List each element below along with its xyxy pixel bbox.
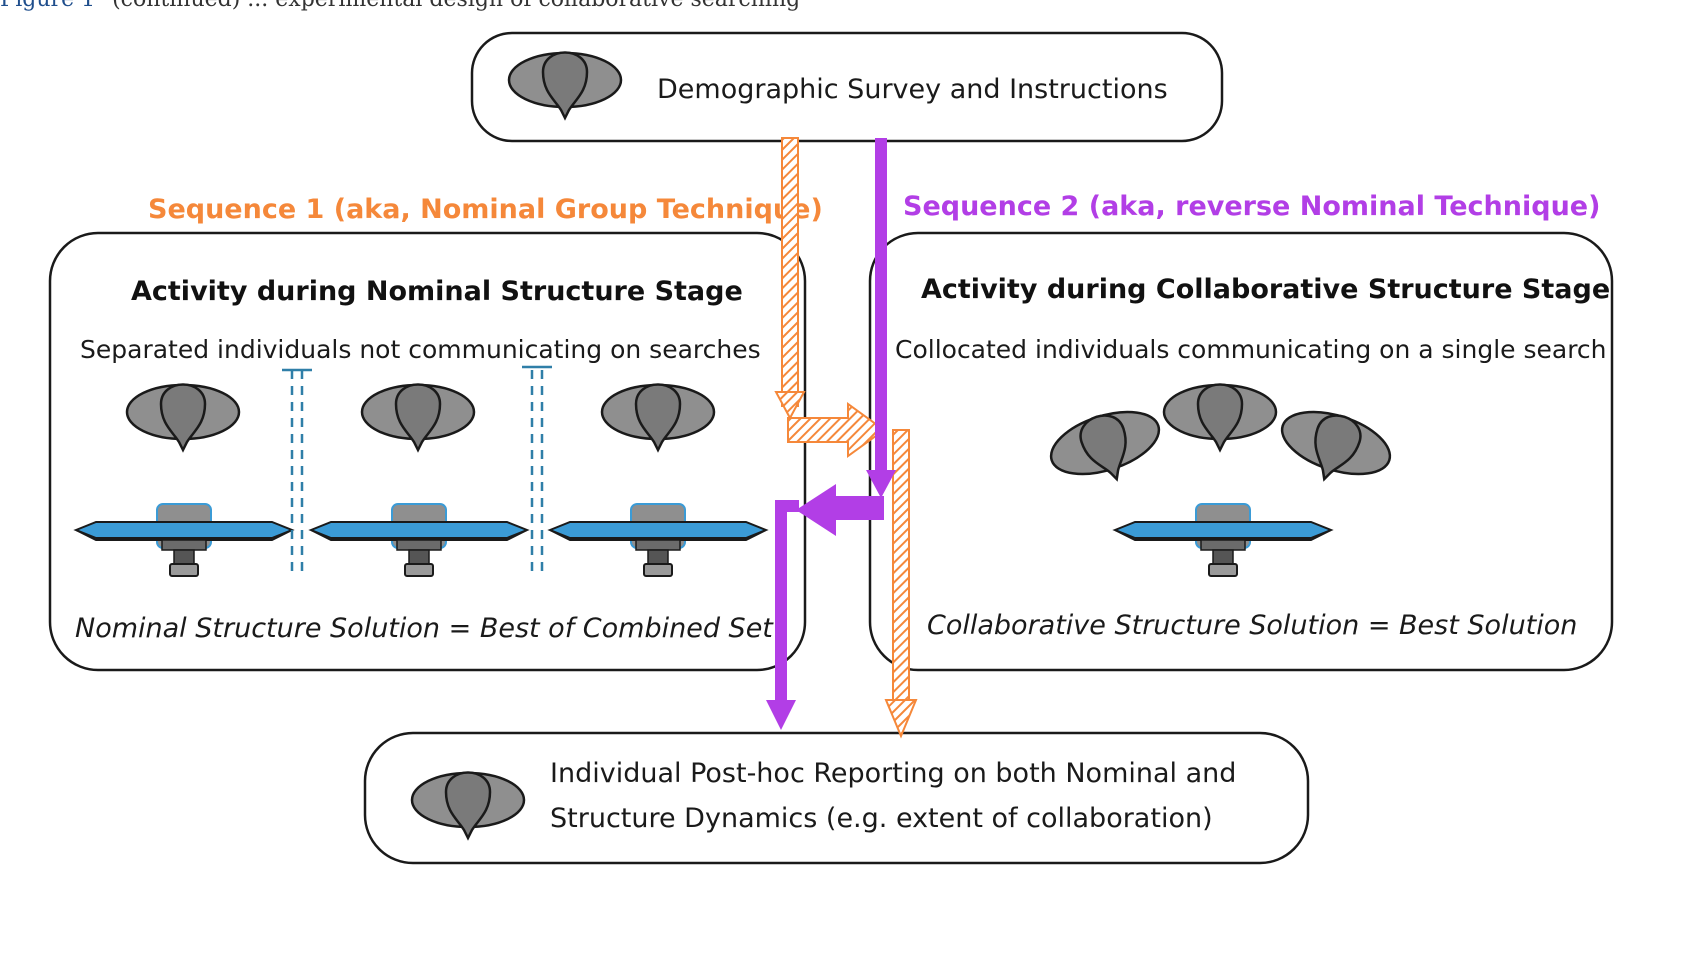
figure-caption-text: (continued) ... experimental design of c… <box>112 0 800 12</box>
collaborative-stage-solution: Collaborative Structure Solution = Best … <box>927 610 1577 641</box>
sequence1-label: Sequence 1 (aka, Nominal Group Technique… <box>148 194 823 225</box>
collaborative-stage-description: Collocated individuals communicating on … <box>895 335 1607 364</box>
sequence2-label: Sequence 2 (aka, reverse Nominal Techniq… <box>903 191 1600 222</box>
collaborative-stage-heading: Activity during Collaborative Structure … <box>921 274 1610 305</box>
separation-dashed-line <box>282 368 312 578</box>
sequence2-flow-arrow <box>766 138 896 730</box>
nominal-stage-solution: Nominal Structure Solution = Best of Com… <box>75 613 774 644</box>
figure-caption-label: Figure 1 <box>0 0 95 12</box>
sequence1-flow-arrow <box>774 137 918 739</box>
nominal-stage-description: Separated individuals not communicating … <box>80 335 761 364</box>
collaborative-stage-box: Activity during Collaborative Structure … <box>868 231 1614 672</box>
survey-box: Demographic Survey and Instructions <box>470 31 1224 143</box>
survey-box-text: Demographic Survey and Instructions <box>657 74 1168 105</box>
posthoc-box-line2: Structure Dynamics (e.g. extent of colla… <box>550 803 1213 834</box>
nominal-stage-heading: Activity during Nominal Structure Stage <box>131 276 743 307</box>
nominal-stage-box: Activity during Nominal Structure Stage … <box>48 231 807 672</box>
posthoc-box: Individual Post-hoc Reporting on both No… <box>363 731 1310 865</box>
separation-dashed-line <box>522 365 552 578</box>
posthoc-box-line1: Individual Post-hoc Reporting on both No… <box>550 758 1236 789</box>
figure-caption: Figure 1 (continued) ... experimental de… <box>0 0 800 12</box>
